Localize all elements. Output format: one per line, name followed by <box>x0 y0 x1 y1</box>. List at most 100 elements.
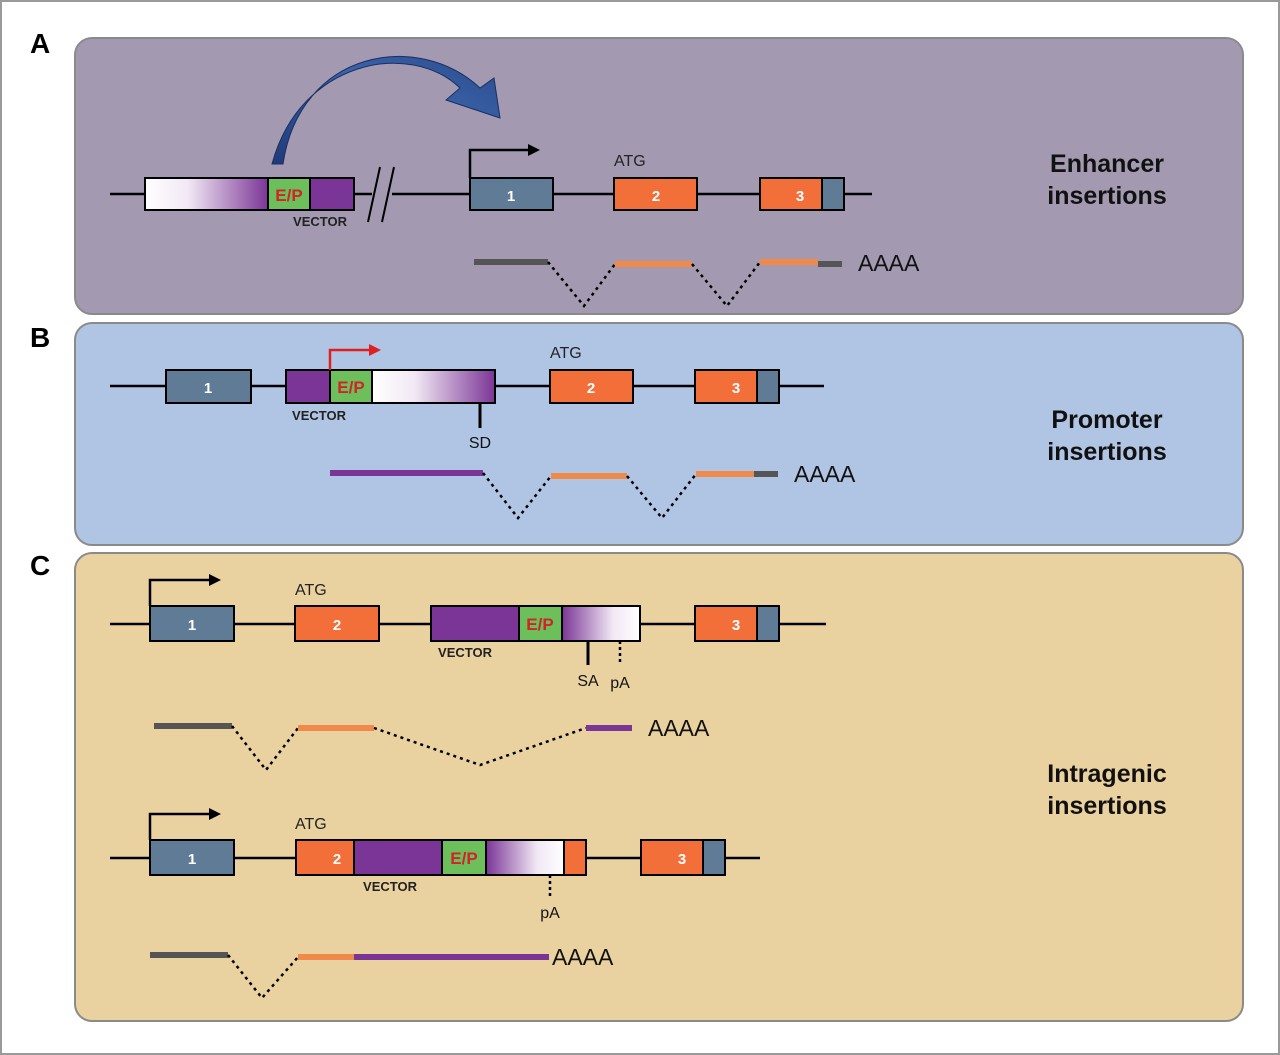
intragenic-construct-2: 1 ATG 2 E/P VECTOR pA 3 <box>110 808 760 922</box>
exon-3 <box>759 177 823 211</box>
break-gap <box>372 180 392 210</box>
exon-3-utr <box>756 605 780 642</box>
exon-1-label: 1 <box>188 617 196 634</box>
label-line-2: insertions <box>1047 438 1167 466</box>
splice-junction <box>691 261 761 309</box>
exon-2 <box>613 177 698 211</box>
panel-letter-a: A <box>30 28 51 59</box>
vector-label: VECTOR <box>438 645 493 660</box>
label-line-1: Promoter <box>1051 406 1163 434</box>
exon-3 <box>694 369 758 404</box>
exon-3-label: 3 <box>732 380 740 397</box>
splice-junction <box>231 725 299 773</box>
vector-box <box>285 369 331 404</box>
exon-3 <box>640 839 704 876</box>
vector-box <box>430 605 520 642</box>
transcription-start-arrow <box>148 578 210 606</box>
transcription-start-arrow <box>468 148 530 178</box>
splice-junction <box>547 261 617 309</box>
sa-label: SA <box>577 673 599 690</box>
exon-1-label: 1 <box>507 188 515 205</box>
break-mark <box>367 166 381 223</box>
atg-label: ATG <box>550 345 582 362</box>
panel-promoter <box>74 322 1244 546</box>
intragenic-transcript-1: AAAA <box>154 715 710 773</box>
exon-3-label: 3 <box>796 188 804 205</box>
ep-label: E/P <box>275 186 302 205</box>
promoter-construct: 1 E/P VECTOR SD ATG 2 3 <box>110 344 824 452</box>
splice-junction <box>373 726 587 767</box>
exon-1 <box>149 605 235 642</box>
splice-junction <box>626 473 697 520</box>
exon-2-part-b <box>563 839 587 876</box>
intragenic-transcript-2: AAAA <box>150 944 614 1000</box>
ep-box <box>441 839 487 876</box>
polya-label: AAAA <box>794 461 856 487</box>
splice-junction <box>227 954 299 1000</box>
label-line-2: insertions <box>1047 792 1167 820</box>
atg-label: ATG <box>295 582 327 599</box>
promoter-arrow <box>328 348 370 370</box>
label-line-2: insertions <box>1047 182 1167 210</box>
vector-gradient-box <box>561 605 641 642</box>
exon-1 <box>149 839 235 876</box>
enhancer-construct: E/P VECTOR 1 ATG 2 3 <box>110 56 872 229</box>
exon-1-label: 1 <box>204 380 212 397</box>
promoter-transcript: AAAA <box>330 461 856 521</box>
vector-box <box>309 177 355 211</box>
splice-junction <box>482 472 552 521</box>
intragenic-construct-1: 1 ATG 2 E/P VECTOR SA pA 3 <box>110 574 826 692</box>
exon-3-label: 3 <box>678 851 686 868</box>
transcription-start-arrow <box>148 812 210 840</box>
vector-label: VECTOR <box>293 214 348 229</box>
pa-label: pA <box>610 675 630 692</box>
vector-gradient-box <box>485 839 565 876</box>
sd-label: SD <box>469 435 491 452</box>
vector-label: VECTOR <box>363 879 418 894</box>
panel-enhancer <box>74 37 1244 315</box>
atg-label: ATG <box>614 153 646 170</box>
arrow-head <box>528 144 540 156</box>
exon-2-label: 2 <box>652 188 660 205</box>
pa-label: pA <box>540 905 560 922</box>
vector-box <box>353 839 443 876</box>
break-mark <box>381 166 395 223</box>
exon-3-utr <box>821 177 845 211</box>
exon-3-label: 3 <box>732 617 740 634</box>
exon-3 <box>694 605 758 642</box>
label-line-1: Intragenic <box>1047 760 1167 788</box>
exon-2-label: 2 <box>333 617 341 634</box>
arrow-head <box>209 808 221 820</box>
panel-letter-b: B <box>30 322 51 353</box>
enhancer-insertions-label: Enhancer insertions <box>997 148 1217 212</box>
arrow-head <box>369 344 381 356</box>
exon-1 <box>165 369 252 404</box>
exon-2-label: 2 <box>333 851 341 868</box>
ep-label: E/P <box>526 615 553 634</box>
vector-gradient-box <box>371 369 496 404</box>
ep-label: E/P <box>337 378 364 397</box>
panel-letter-c: C <box>30 550 51 581</box>
exon-1-label: 1 <box>188 851 196 868</box>
promoter-insertions-label: Promoter insertions <box>997 404 1217 468</box>
exon-2 <box>294 605 380 642</box>
exon-2-label: 2 <box>587 380 595 397</box>
vector-gradient-box <box>144 177 269 211</box>
enhancer-transcript: AAAA <box>474 250 920 309</box>
exon-2 <box>549 369 634 404</box>
atg-label: ATG <box>295 816 327 833</box>
vector-label: VECTOR <box>292 408 347 423</box>
arrow-head <box>209 574 221 586</box>
polya-label: AAAA <box>648 715 710 741</box>
exon-2-part-a <box>295 839 355 876</box>
polya-label: AAAA <box>552 944 614 970</box>
panel-intragenic <box>74 552 1244 1022</box>
ep-label: E/P <box>450 849 477 868</box>
ep-box <box>518 605 563 642</box>
polya-label: AAAA <box>858 250 920 276</box>
intragenic-insertions-label: Intragenic insertions <box>997 758 1217 822</box>
enhancer-arrow <box>271 56 501 165</box>
label-line-1: Enhancer <box>1050 150 1164 178</box>
exon-3-utr <box>756 369 780 404</box>
